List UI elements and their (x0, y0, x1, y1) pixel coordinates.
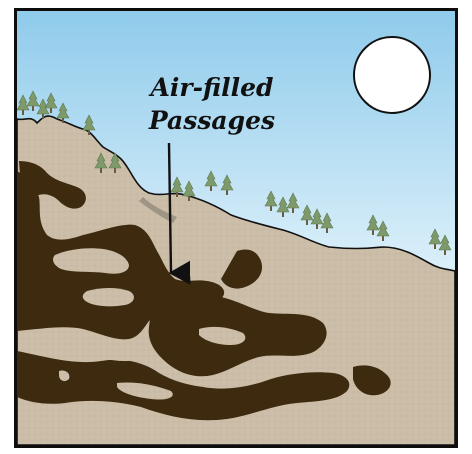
sun-icon (354, 37, 430, 113)
passages-label: Air-filled Passages (147, 71, 277, 137)
label-line-2: Passages (147, 104, 277, 137)
label-line-1: Air-filled (147, 71, 277, 104)
diagram-frame: Air-filled Passages (14, 8, 458, 448)
